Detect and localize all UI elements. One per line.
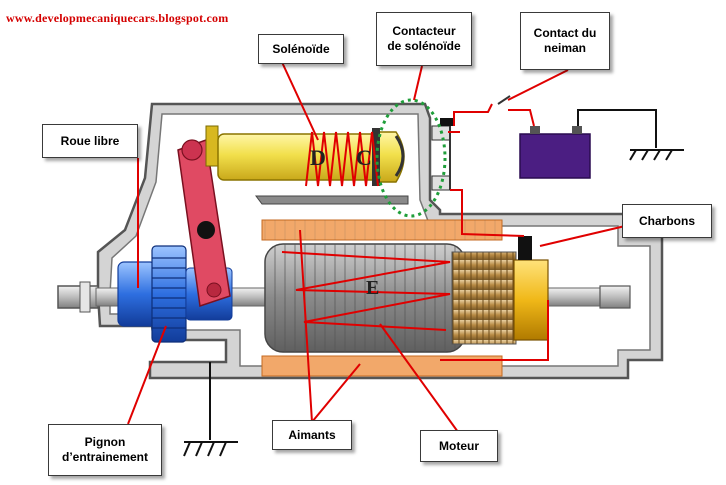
label-solenoide: Solénoïde (258, 34, 344, 64)
source-url: www.developmecaniquecars.blogspot.com (6, 11, 229, 25)
letter-c: C (356, 145, 372, 170)
label-moteur: Moteur (420, 430, 498, 462)
label-roue-libre: Roue libre (42, 124, 138, 158)
label-aimants: Aimants (272, 420, 352, 450)
label-pignon: Pignon d’entrainement (48, 424, 162, 476)
field-magnets (261, 219, 503, 377)
label-charbons: Charbons (622, 204, 712, 238)
wiring (209, 95, 657, 440)
letter-d: D (310, 145, 326, 170)
ground-symbol-housing (183, 441, 238, 457)
label-contacteur: Contacteur de solénoïde (376, 12, 472, 66)
letter-e: E (366, 277, 379, 299)
armature-winding (281, 251, 451, 331)
shift-fork (177, 125, 231, 307)
leader-lines (127, 59, 643, 433)
armature-rotor (264, 243, 517, 353)
brush-block (513, 236, 549, 341)
label-contact-neiman: Contact du neiman (520, 12, 610, 70)
ground-symbol-battery (629, 149, 684, 161)
solenoid-body (217, 128, 409, 205)
battery (519, 126, 591, 179)
contactor-highlight (375, 98, 447, 218)
